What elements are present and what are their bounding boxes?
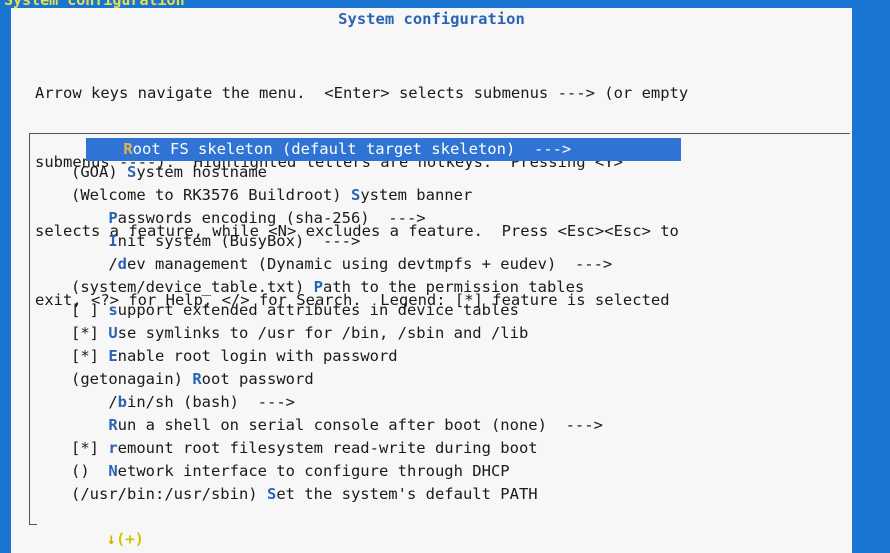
menu-item[interactable]: (getonagain) Root password [71, 368, 851, 391]
menu-list: Root FS skeleton (default target skeleto… [71, 138, 851, 506]
menu-item[interactable]: Passwords encoding (sha-256) ---> [71, 207, 851, 230]
menu-item[interactable]: [*] Use symlinks to /usr for /bin, /sbin… [71, 322, 851, 345]
down-arrow-icon: ↓ [106, 530, 117, 548]
menu-item-label: nable root login with password [117, 347, 398, 365]
menu-frame [28, 133, 850, 525]
menu-item-prefix: (/usr/bin:/usr/sbin) [71, 485, 267, 503]
menu-item-prefix: [*] [71, 439, 109, 457]
menu-item-label: oot password [201, 370, 314, 388]
menu-item-label: oot FS skeleton (default target skeleton… [132, 140, 572, 158]
menu-item-hotkey: I [108, 232, 118, 250]
menu-item-prefix [71, 209, 108, 227]
menu-item-prefix [71, 232, 108, 250]
menu-item[interactable]: () Network interface to configure throug… [71, 460, 851, 483]
menu-item-hotkey: R [123, 140, 133, 158]
menu-item-hotkey: P [313, 278, 323, 296]
menu-item-label: nit system (BusyBox) ---> [117, 232, 361, 250]
menu-item-selected[interactable]: Root FS skeleton (default target skeleto… [86, 138, 681, 161]
menu-item-label: ath to the permission tables [322, 278, 585, 296]
menu-item-label: ev management (Dynamic using devtmpfs + … [127, 255, 613, 273]
menu-item-label: ystem banner [360, 186, 473, 204]
menu-item[interactable]: /dev management (Dynamic using devtmpfs … [71, 253, 851, 276]
menu-item-label: asswords encoding (sha-256) ---> [117, 209, 426, 227]
menu-item-label: in/sh (bash) ---> [127, 393, 295, 411]
menu-item-hotkey: P [108, 209, 118, 227]
menu-item-hotkey: b [117, 393, 128, 411]
menu-item-label: et the system's default PATH [276, 485, 538, 503]
menu-item-prefix: [ ] [71, 301, 109, 319]
menu-item-hotkey: N [108, 462, 118, 480]
menuconfig-dialog: System configuration Arrow keys navigate… [11, 8, 852, 553]
menu-item-hotkey: S [127, 163, 137, 181]
menu-item-prefix [71, 416, 108, 434]
menu-item-hotkey: E [108, 347, 118, 365]
menu-item[interactable]: /bin/sh (bash) ---> [71, 391, 851, 414]
menu-item-hotkey: S [266, 485, 277, 503]
menu-item[interactable]: (Welcome to RK3576 Buildroot) System ban… [71, 184, 851, 207]
menu-item-hotkey: R [108, 416, 118, 434]
menu-item[interactable]: [*] Enable root login with password [71, 345, 851, 368]
menu-item-hotkey: S [350, 186, 361, 204]
scroll-more-indicator[interactable]: ↓(+) [88, 505, 144, 548]
menu-item-prefix: [*] [71, 347, 109, 365]
menu-item-prefix: (getonagain) [71, 370, 193, 388]
menu-item-prefix: (system/device_table.txt) [71, 278, 314, 296]
help-line: exit, <?> for Help, </> for Search. Lege… [35, 291, 670, 309]
menu-item-hotkey: R [192, 370, 202, 388]
menu-item[interactable]: Run a shell on serial console after boot… [71, 414, 851, 437]
dialog-title: System configuration [338, 10, 525, 28]
menu-item-label: upport extended attributes in device tab… [117, 301, 519, 319]
menu-item-prefix: [*] [71, 324, 109, 342]
menu-item[interactable]: [ ] support extended attributes in devic… [71, 299, 851, 322]
window-title-fragment: System configuration [4, 0, 185, 9]
menu-item-prefix: (Welcome to RK3576 Buildroot) [71, 186, 351, 204]
menu-item-hotkey: s [108, 301, 118, 319]
menu-item-label: etwork interface to configure through DH… [117, 462, 510, 480]
menu-item-hotkey: U [108, 324, 118, 342]
menu-item-prefix: () [71, 462, 109, 480]
menu-item-label: emount root filesystem read-write during… [117, 439, 538, 457]
menu-item[interactable]: [*] remount root filesystem read-write d… [71, 437, 851, 460]
menu-item-hotkey: r [108, 439, 118, 457]
menu-item-label: un a shell on serial console after boot … [117, 416, 603, 434]
menu-item-prefix [86, 140, 123, 158]
menu-item-hotkey: d [117, 255, 128, 273]
menu-item[interactable]: (/usr/bin:/usr/sbin) Set the system's de… [71, 483, 851, 506]
menu-item-prefix: / [71, 393, 118, 411]
menu-item-label: se symlinks to /usr for /bin, /sbin and … [117, 324, 529, 342]
menu-item[interactable]: (GOA) System hostname [71, 161, 851, 184]
menu-item-prefix: / [71, 255, 118, 273]
help-line: selects a feature, while <N> excludes a … [35, 222, 679, 240]
menu-item[interactable]: Init system (BusyBox) ---> [71, 230, 851, 253]
more-indicator-text: (+) [116, 530, 145, 548]
menu-item[interactable]: (system/device_table.txt) Path to the pe… [71, 276, 851, 299]
menu-item-label: ystem hostname [136, 163, 267, 181]
frame-corner [28, 523, 37, 525]
help-line: Arrow keys navigate the menu. <Enter> se… [35, 84, 689, 102]
menu-item-prefix: (GOA) [71, 163, 127, 181]
